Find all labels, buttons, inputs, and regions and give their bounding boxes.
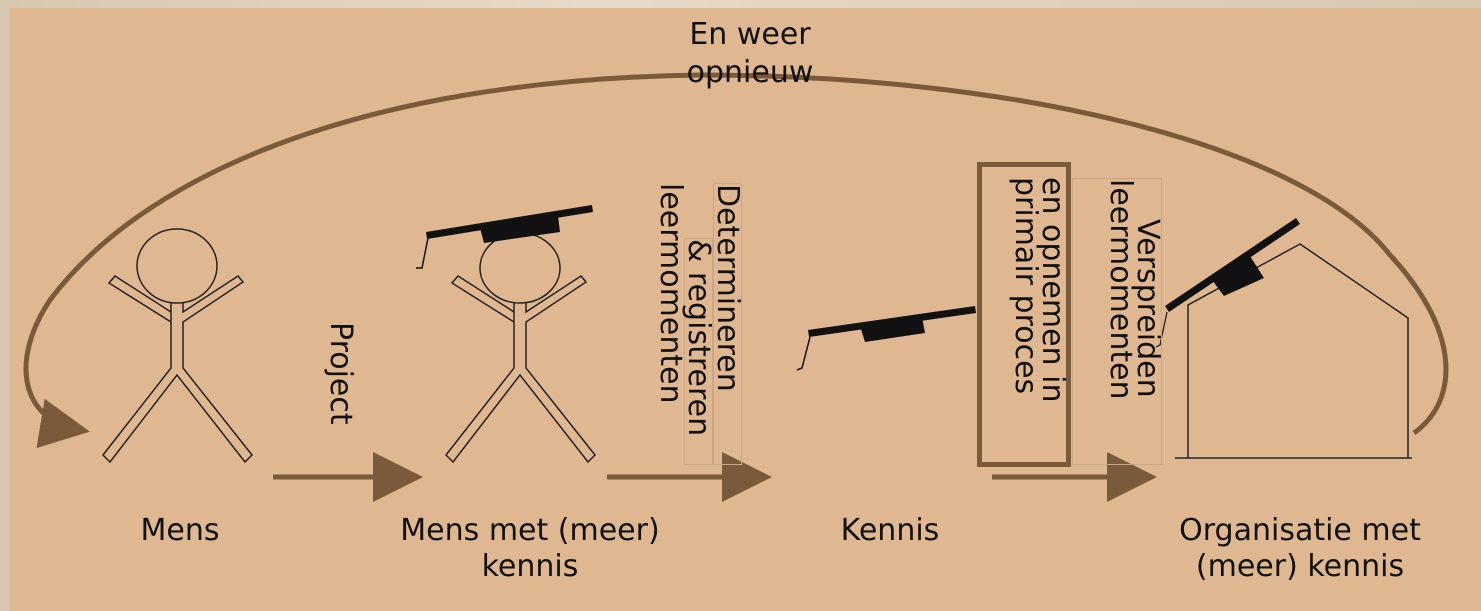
step-opnemen-line-1: en opnemen in <box>1035 177 1070 403</box>
step-determineren-label: Determineren & registreren leermomenten <box>612 183 745 465</box>
step-opnemen-label: en opnemen in primair proces <box>977 162 1071 467</box>
stage-label-organisatie-line-1: Organisatie met <box>1179 513 1421 548</box>
step-verspreiden-label: Verspreiden leermomenten <box>1072 178 1165 465</box>
loop-arrow <box>23 72 1449 449</box>
loop-label: En weer opnieuw <box>640 16 860 92</box>
loop-label-line-1: En weer <box>689 17 811 52</box>
stage-label-organisatie: Organisatie met (meer) kennis <box>1145 513 1455 585</box>
stage-label-mens-met-kennis-line-1: Mens met (meer) <box>400 513 660 548</box>
step-determineren-line-1: Determineren <box>710 183 745 465</box>
diagram-panel <box>10 8 1481 611</box>
step-project-text: Project <box>323 322 358 425</box>
graduation-cap-icon <box>796 306 976 371</box>
graduation-cap-icon <box>416 205 593 269</box>
loop-label-line-2: opnieuw <box>686 55 814 90</box>
stage-label-kennis: Kennis <box>840 513 940 548</box>
step-determineren-line-3: leermomenten <box>653 183 688 404</box>
stage-label-organisatie-line-2: (meer) kennis <box>1195 549 1405 584</box>
house-icon <box>1175 243 1412 459</box>
stage-label-mens-met-kennis-line-2: kennis <box>481 549 579 584</box>
stage-label-mens-met-kennis: Mens met (meer) kennis <box>360 513 700 585</box>
stick-figure-icon <box>102 228 254 464</box>
stick-figure-with-cap-icon <box>445 232 597 464</box>
step-opnemen-line-2: primair proces <box>1008 177 1043 395</box>
step-verspreiden-line-1: Verspreiden <box>1130 219 1165 398</box>
step-verspreiden-line-2: leermomenten <box>1103 179 1138 400</box>
step-determineren-line-2: & registreren <box>681 238 716 465</box>
graduation-cap-icon <box>1155 218 1300 348</box>
stage-label-mens: Mens <box>140 513 220 548</box>
step-project-label: Project <box>323 322 358 472</box>
